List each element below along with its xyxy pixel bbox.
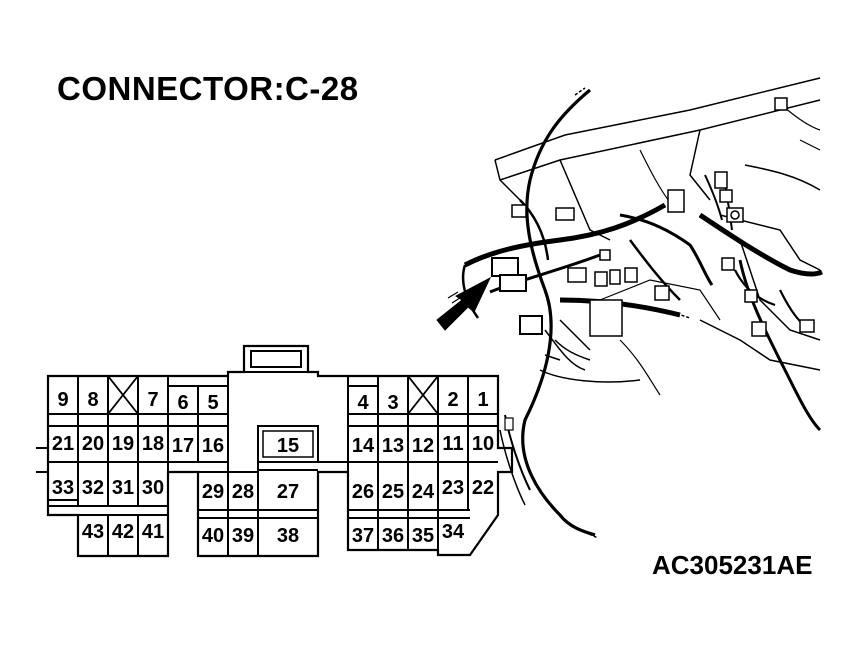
pin-label: 8 xyxy=(87,389,98,411)
pin-label: 28 xyxy=(232,481,254,503)
pin-label: 32 xyxy=(82,477,104,499)
figure-id: AC305231AE xyxy=(652,550,813,580)
pin-label: 34 xyxy=(442,521,465,543)
pin-label: 15 xyxy=(277,435,299,457)
pin-label: 37 xyxy=(352,525,374,547)
pin-label: 18 xyxy=(142,433,164,455)
pin-label: 14 xyxy=(352,435,375,457)
pin-label: 2 xyxy=(447,389,458,411)
pin-label: 29 xyxy=(202,481,224,503)
pin-label: 1 xyxy=(477,389,488,411)
pin-label: 39 xyxy=(232,525,254,547)
pin-label: 27 xyxy=(277,481,299,503)
locator-arrow xyxy=(436,276,492,331)
pin-label: 40 xyxy=(202,525,224,547)
pin-label: 21 xyxy=(52,433,74,455)
pin-label: 5 xyxy=(207,392,218,414)
pin-label: 33 xyxy=(52,477,74,499)
pin-label: 13 xyxy=(382,435,404,457)
pin-label: 17 xyxy=(172,435,194,457)
pin-label: 6 xyxy=(177,392,188,414)
pin-label: 22 xyxy=(472,477,494,499)
pin-label: 31 xyxy=(112,477,134,499)
pin-row-2: 21 20 19 18 17 16 15 14 13 12 11 10 xyxy=(52,433,494,457)
pin-label: 16 xyxy=(202,435,224,457)
pin-label: 24 xyxy=(412,481,435,503)
pin-label: 11 xyxy=(442,433,463,455)
dashboard-harness-illustration xyxy=(436,77,823,539)
pin-label: 4 xyxy=(357,392,369,414)
pin-label: 42 xyxy=(112,521,134,543)
pin-label: 38 xyxy=(277,525,299,547)
pin-row-1: 9 8 7 6 5 4 3 2 1 xyxy=(57,389,488,414)
pin-label: 30 xyxy=(142,477,164,499)
pin-label: 19 xyxy=(112,433,134,455)
pin-label: 35 xyxy=(412,525,434,547)
pin-row-3: 33 32 31 30 29 28 27 26 25 24 23 22 xyxy=(52,477,494,503)
pin-label: 26 xyxy=(352,481,374,503)
pin-label: 23 xyxy=(442,477,464,499)
pin-label: 43 xyxy=(82,521,104,543)
pin-label: 25 xyxy=(382,481,404,503)
connector-title: CONNECTOR:C-28 xyxy=(57,70,359,107)
pin-label: 12 xyxy=(412,435,434,457)
pin-label: 10 xyxy=(472,433,494,455)
pin-label: 20 xyxy=(82,433,104,455)
connector-face xyxy=(36,344,514,558)
pin-label: 9 xyxy=(57,389,68,411)
pin-row-4: 43 42 41 40 39 38 37 36 35 34 xyxy=(82,521,465,547)
pin-label: 41 xyxy=(142,521,164,543)
pin-label: 7 xyxy=(147,389,158,411)
pin-label: 36 xyxy=(382,525,404,547)
pin-label: 3 xyxy=(387,392,398,414)
